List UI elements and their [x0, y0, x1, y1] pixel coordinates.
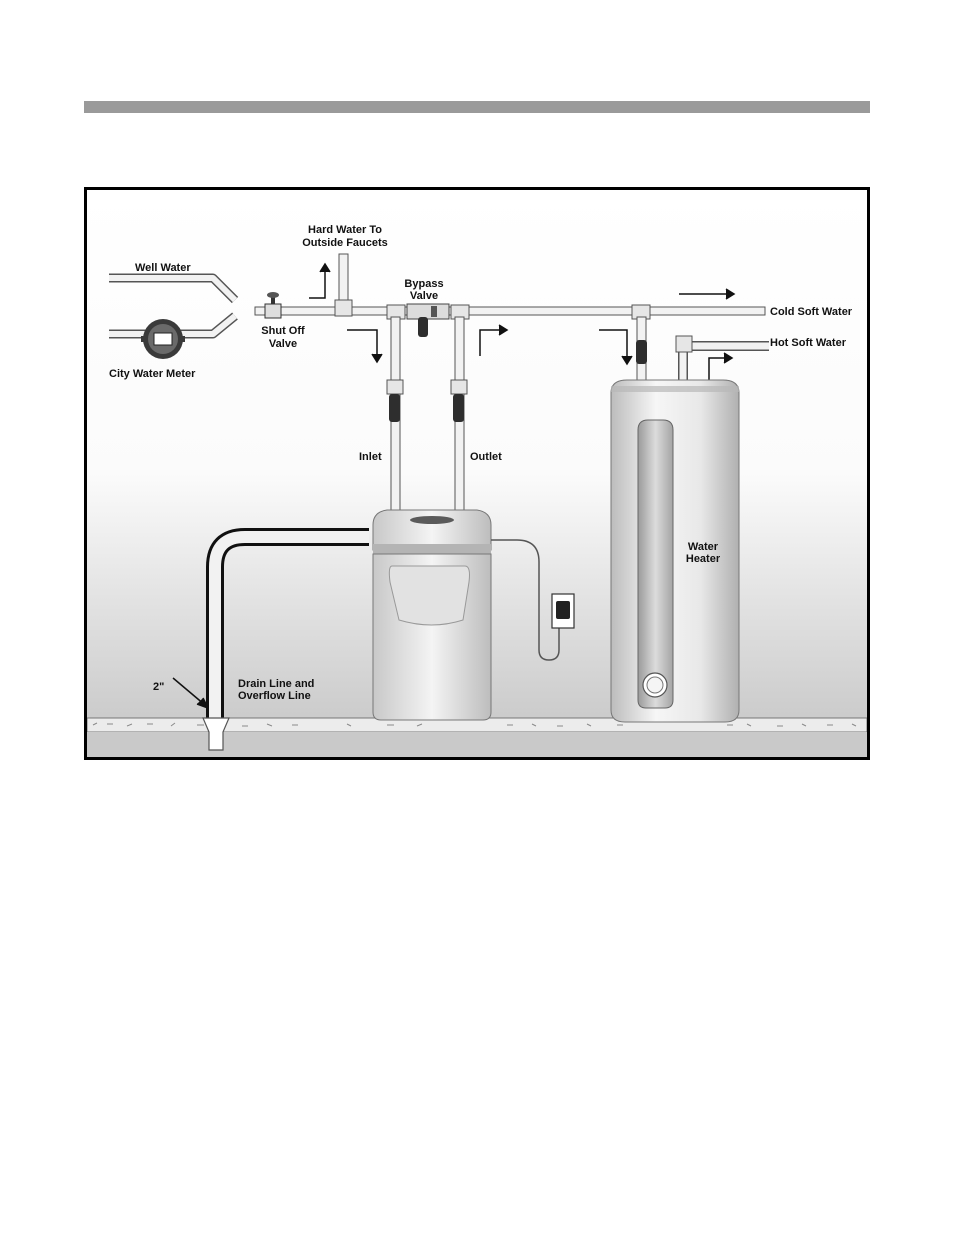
- label-bypass-1: Bypass: [404, 278, 443, 290]
- label-shut-off-1: Shut Off: [261, 325, 305, 337]
- label-water-heater-1: Water: [688, 541, 719, 553]
- label-bypass-2: Valve: [410, 290, 438, 302]
- label-hard-water-1: Hard Water To: [308, 224, 382, 236]
- label-drain-1: Drain Line and: [238, 678, 314, 690]
- water-heater: [611, 380, 739, 722]
- water-softener: [373, 510, 491, 720]
- label-water-heater-2: Heater: [686, 553, 721, 565]
- label-shut-off-2: Valve: [269, 338, 297, 350]
- main-pipe: [255, 307, 765, 315]
- label-drain-size: 2": [153, 681, 164, 693]
- label-inlet: Inlet: [359, 451, 382, 463]
- plumbing-diagram: Well Water City Water Meter Hard Water T…: [84, 187, 870, 760]
- floor: [87, 718, 867, 757]
- label-drain-2: Overflow Line: [238, 690, 311, 702]
- label-well-water: Well Water: [135, 262, 191, 274]
- header-rule: [84, 101, 870, 113]
- label-outlet: Outlet: [470, 451, 502, 463]
- label-cold-soft-water: Cold Soft Water: [770, 306, 853, 318]
- label-hot-soft-water: Hot Soft Water: [770, 337, 847, 349]
- shut-off-valve-icon: [265, 292, 281, 318]
- label-city-water-meter: City Water Meter: [109, 368, 196, 380]
- diagram-svg: Well Water City Water Meter Hard Water T…: [87, 190, 867, 757]
- label-hard-water-2: Outside Faucets: [302, 237, 388, 249]
- power-outlet-icon: [552, 594, 574, 628]
